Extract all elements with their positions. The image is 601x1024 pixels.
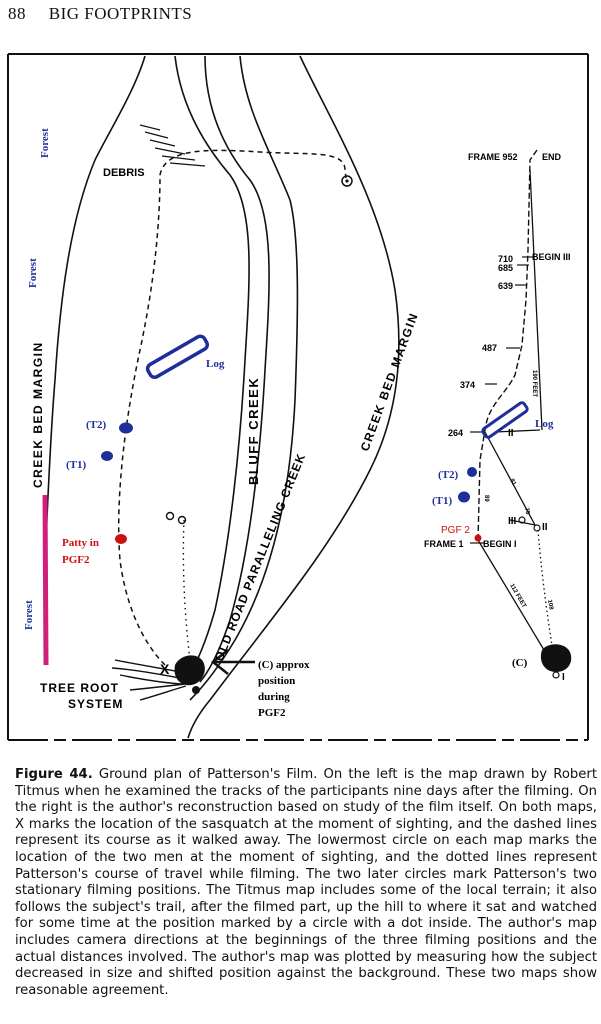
- creek-bed-margin-right-label: CREEK BED MARGIN: [358, 310, 421, 453]
- tree-root-system: [111, 659, 187, 701]
- camera-position-icon: [174, 655, 205, 686]
- creek-bed-margin-left-label: CREEK BED MARGIN: [31, 341, 45, 488]
- dist-190-label: 190 FEET: [531, 370, 537, 397]
- f374-label: 374: [460, 380, 475, 390]
- forest-edge-line: [42, 494, 49, 666]
- forest-label-mid: Forest: [27, 258, 39, 288]
- ground-plan-figure: X Forest Forest Forest DEBRIS CREEK BED …: [7, 53, 589, 741]
- left-patterson-path: [182, 519, 191, 661]
- frame-952-label: FRAME 952: [468, 152, 518, 162]
- right-t1-label: (T1): [432, 495, 453, 507]
- forest-label-top: Forest: [39, 128, 51, 158]
- hill-watch-position-icon: [341, 175, 353, 187]
- frame1-label: FRAME 1: [424, 539, 464, 549]
- roman-2b-label: II: [542, 522, 548, 533]
- right-log-icon: [481, 401, 529, 439]
- right-map: [470, 149, 572, 679]
- debris-hatching: [139, 124, 206, 167]
- patty-label-line1: Patty in: [62, 537, 99, 549]
- right-t2-label: (T2): [438, 469, 459, 481]
- right-pgf2-label: PGF 2: [441, 525, 470, 536]
- dist-81-label: 81: [508, 478, 517, 487]
- left-log-icon: [145, 334, 209, 379]
- dist-89-label: 89: [483, 495, 489, 502]
- camera-label-line1: (C) approx: [258, 659, 310, 671]
- dist-ul-label: 75: [523, 507, 530, 515]
- caption-text: Ground plan of Patterson's Film. On the …: [15, 767, 597, 998]
- left-t1-position: [101, 451, 113, 461]
- right-log-label: Log: [535, 418, 554, 430]
- debris-label: DEBRIS: [103, 167, 145, 179]
- sighting-x-mark: X: [160, 661, 170, 677]
- bluff-creek-label: BLUFF CREEK: [246, 377, 261, 485]
- book-title: BIG FOOTPRINTS: [48, 4, 193, 23]
- right-t2-position: [467, 467, 477, 477]
- left-patty-position: [115, 534, 127, 544]
- left-t2-position: [119, 422, 133, 434]
- tree-root-label-line1: TREE ROOT: [40, 681, 119, 695]
- dist-108-label: 108: [546, 599, 554, 611]
- f639-label: 639: [498, 281, 513, 291]
- figure-frame: [7, 53, 589, 741]
- roman-2-label: II: [508, 428, 514, 439]
- right-patty-position: [474, 534, 482, 542]
- f710-label: 710: [498, 254, 513, 264]
- tree-root-label-line2: SYSTEM: [68, 697, 123, 711]
- right-camera-label: (C): [512, 657, 528, 669]
- figure-label: Figure 44.: [15, 767, 93, 782]
- left-map-terrain: [44, 55, 400, 739]
- page-header: 88 BIG FOOTPRINTS: [8, 4, 192, 24]
- left-t1-label: (T1): [66, 459, 87, 471]
- end-label: END: [542, 152, 562, 162]
- camera-label-line4: PGF2: [258, 707, 286, 719]
- right-t1-position: [458, 491, 470, 503]
- f685-label: 685: [498, 263, 513, 273]
- left-log-label: Log: [206, 358, 225, 370]
- begin1-label: BEGIN I: [483, 539, 517, 549]
- page-number: 88: [8, 4, 26, 23]
- camera-arrow-icon: [210, 649, 255, 675]
- left-t2-label: (T2): [86, 419, 107, 431]
- roman-1-label: I: [562, 672, 565, 683]
- f264-label: 264: [448, 428, 463, 438]
- camera-label-line2: position: [258, 675, 295, 687]
- begin3-label: BEGIN III: [532, 252, 571, 262]
- camera-label-line3: during: [258, 691, 290, 703]
- forest-label-bottom: Forest: [23, 600, 35, 630]
- roman-3-label: III: [508, 516, 517, 527]
- figure-caption: Figure 44. Ground plan of Patterson's Fi…: [15, 767, 597, 999]
- left-subject-trail: [117, 149, 347, 666]
- f487-label: 487: [482, 343, 497, 353]
- patty-label-line2: PGF2: [62, 554, 90, 566]
